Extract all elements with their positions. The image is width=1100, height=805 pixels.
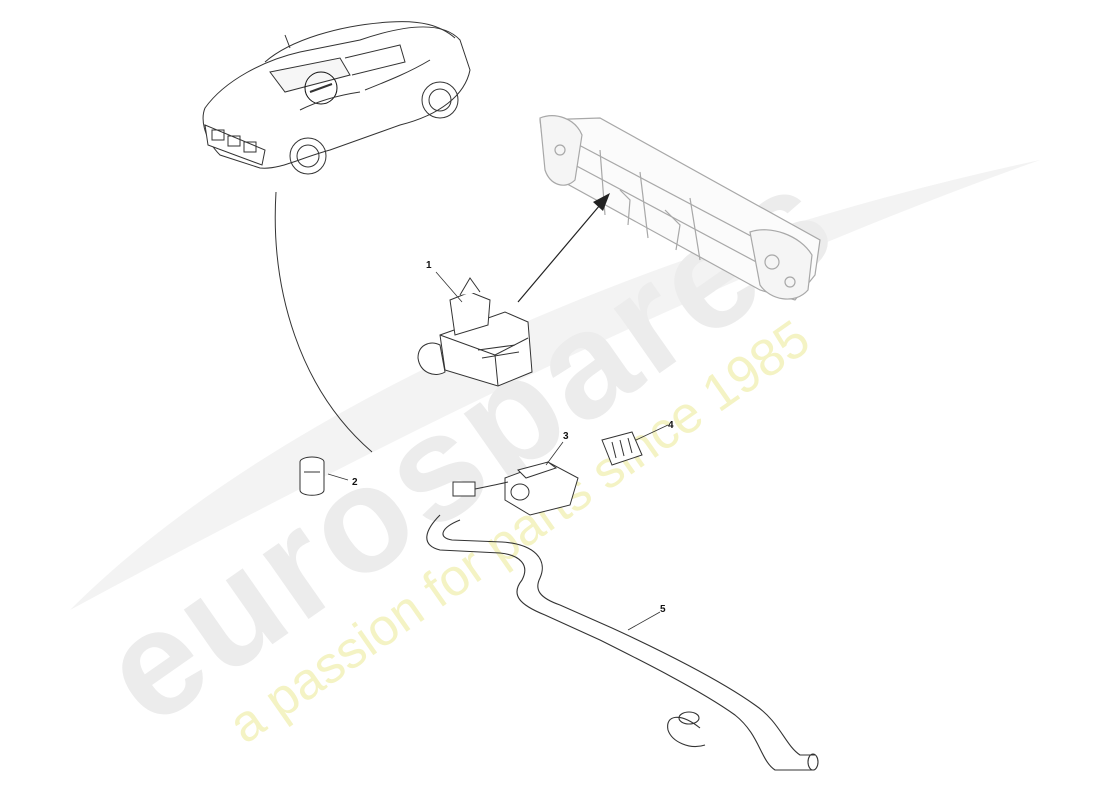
callout-5: 5 [660,604,666,615]
part-1-motor [417,277,533,387]
part-4-clip [601,431,643,466]
part-3-connector [452,461,579,516]
car-overview [202,21,471,175]
callout-1: 1 [426,260,432,271]
callout-2: 2 [352,477,358,488]
watermark: eurospares a passion for parts since 198… [70,132,1040,756]
callout-labels: 1 2 3 4 5 [352,260,674,615]
part-2-grommet [299,456,325,496]
bulkhead-crossmember [539,115,821,301]
callout-3: 3 [563,431,569,442]
part-5-hose [426,514,819,771]
mounting-arrow [517,193,610,303]
detail-leader-line [274,191,373,453]
callout-leaders [327,271,669,631]
callout-4: 4 [668,420,674,431]
